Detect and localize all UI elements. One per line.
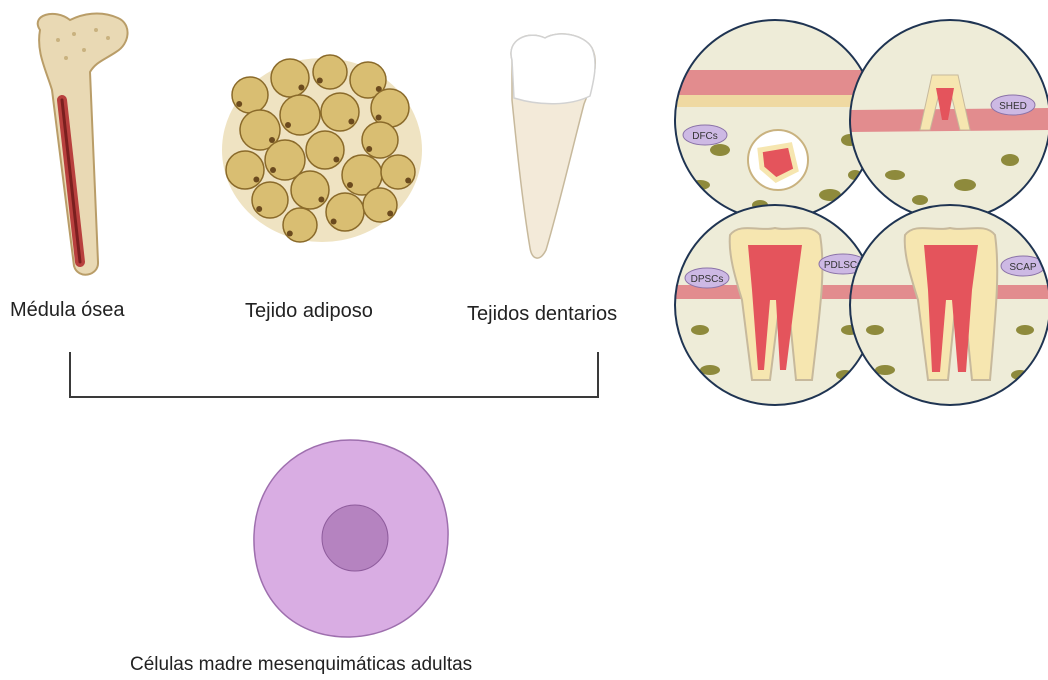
adipocyte-nucleus [285,122,291,128]
adipocyte-nucleus [256,206,262,212]
adipocyte-nucleus [318,197,324,203]
adipocyte-nucleus [331,219,337,225]
adipocyte [283,208,317,242]
adipocyte [363,188,397,222]
adipocyte-nucleus [376,115,382,121]
adipocyte [280,95,320,135]
adipocyte [232,77,268,113]
adipocyte [252,182,288,218]
adipocyte-nucleus [333,157,339,163]
adipocyte [371,89,409,127]
dpsc-label: DPSCs [691,274,724,285]
dfc-label: DFCs [692,131,718,142]
adipocyte-nucleus [253,177,259,183]
adipocyte-nucleus [270,167,276,173]
adipocyte [381,155,415,189]
adipocyte-nucleus [287,231,293,237]
adipocyte [326,193,364,231]
adipocyte [306,131,344,169]
adipocyte-nucleus [405,178,411,184]
adipocyte-nucleus [317,78,323,84]
adipose-label: Tejido adiposo [245,299,373,323]
grouping-bracket [70,352,598,397]
adipocyte-nucleus [236,101,242,107]
dfc-inset [675,20,875,220]
adipocyte [313,55,347,89]
adipocyte [362,122,398,158]
adipocyte [321,93,359,131]
adipocyte-nucleus [298,85,304,91]
adipocyte [291,171,329,209]
result-label: Células madre mesenquimáticas adultas [130,653,472,677]
adipocyte-nucleus [348,119,354,125]
bone-marrow-illustration [38,14,128,275]
scap-label: SCAP [1009,262,1037,273]
dental-insets: DFCs SHED DPSCs PDLSCs [675,20,1048,405]
bone-marrow-label: Médula ósea [10,298,125,322]
adipocyte-nucleus [366,146,372,152]
adipocyte-nucleus [387,211,393,217]
stem-cell-illustration [254,440,448,637]
dental-label: Tejidos dentarios [467,302,617,326]
tooth-illustration [511,34,595,258]
dpsc-inset [675,205,875,405]
adipose-illustration [222,55,422,242]
adipocyte [271,59,309,97]
adipocyte-nucleus [269,137,275,143]
adipocyte-nucleus [347,182,353,188]
shed-label: SHED [999,101,1027,112]
adipocyte [226,151,264,189]
